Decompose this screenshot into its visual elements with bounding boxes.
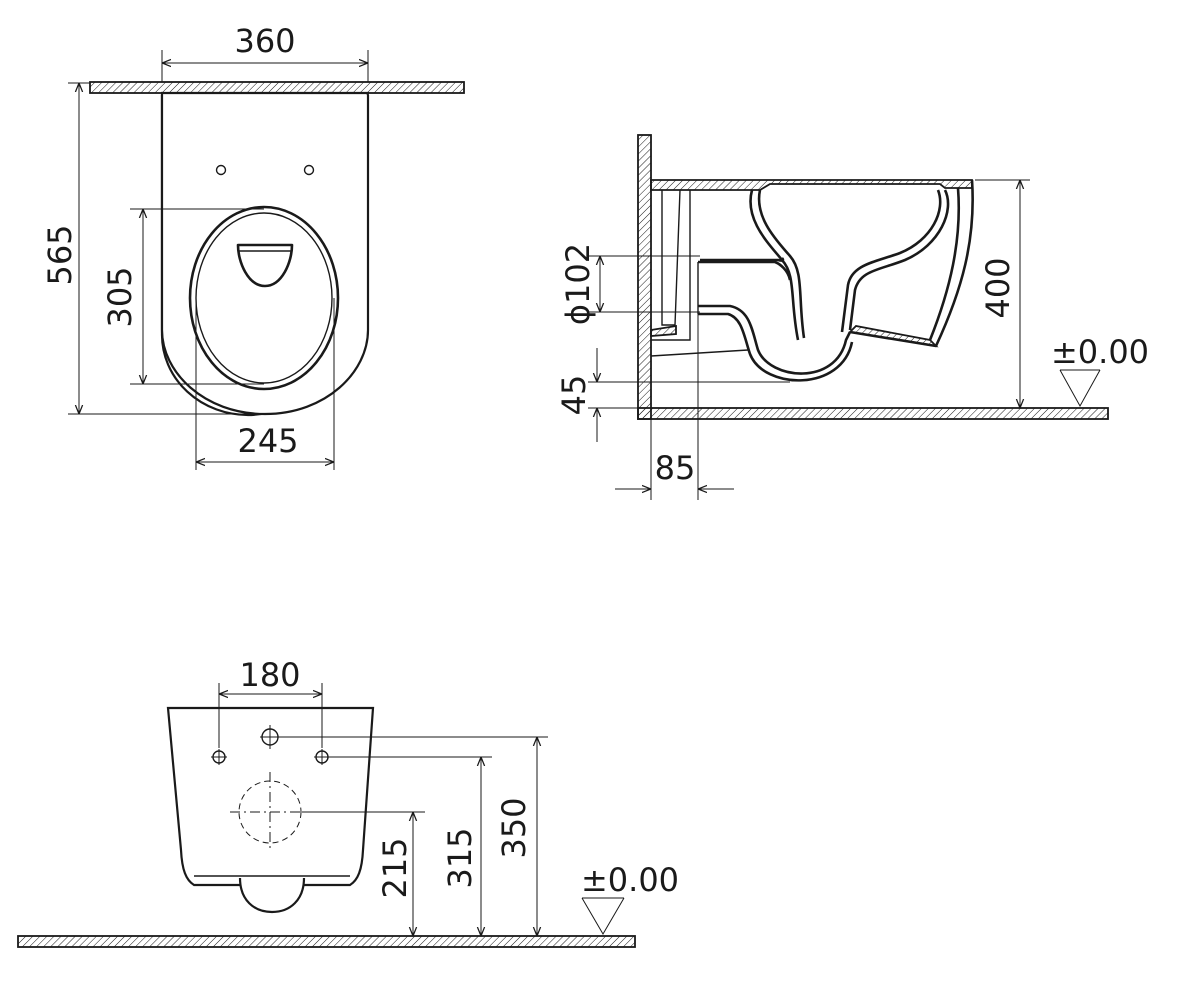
top-view-fix-hole-left: [215, 164, 227, 176]
back-view-fix-hole-left: [211, 749, 227, 765]
top-view-seat-length-dimension: 305: [101, 208, 264, 385]
top-view-seat-width-dimension: 245: [195, 298, 335, 470]
side-view-floor: [637, 407, 1109, 420]
side-view-rim: [650, 179, 973, 191]
top-view-seat-width-label: 245: [237, 422, 298, 460]
back-view-drain-hole: [230, 772, 310, 852]
top-view: 360 565 305 245: [41, 22, 465, 470]
side-view-bowl-inner: [749, 189, 800, 341]
back-view: 180 215 315 350 ±0.00: [17, 656, 679, 948]
back-view-hole-spacing-dimension: 180: [218, 656, 323, 748]
back-view-outlet: [238, 877, 306, 914]
back-view-label-215: 215: [376, 837, 414, 898]
side-view-height-dimension: 400: [975, 179, 1030, 408]
top-view-drain-opening: [236, 243, 294, 288]
back-view-label-350: 350: [495, 797, 533, 858]
side-view-outer-shell: [849, 179, 974, 348]
top-view-seat-outer: [188, 205, 340, 391]
back-view-floor: [17, 935, 636, 948]
side-view-trap: [700, 257, 785, 262]
top-view-width-dimension: 360: [161, 22, 369, 82]
back-view-hole-spacing-label: 180: [239, 656, 300, 694]
top-view-width-label: 360: [234, 22, 295, 60]
back-view-level-marker: ±0.00: [581, 861, 679, 935]
top-view-wall: [89, 81, 465, 94]
side-view-wall-offset-dimension: 85: [615, 314, 734, 500]
side-view: ϕ102 45 85 400 ±0.00: [555, 134, 1149, 500]
top-view-length-dimension: 565: [41, 82, 265, 415]
back-view-dim-350: 350: [278, 736, 548, 936]
back-view-dim-315: 315: [328, 756, 492, 936]
side-view-outlet-height-dimension: 45: [555, 348, 790, 442]
side-view-level-marker: ±0.00: [1051, 333, 1149, 408]
top-view-length-label: 565: [41, 224, 79, 285]
side-view-pipe-label: ϕ102: [559, 243, 597, 325]
top-view-seat-length-label: 305: [101, 266, 139, 327]
back-view-label-315: 315: [441, 827, 479, 888]
top-view-bowl-shape: [160, 95, 370, 416]
side-view-wall: [637, 134, 652, 420]
back-view-level-label: ±0.00: [581, 861, 679, 899]
top-view-fix-hole-right: [303, 164, 315, 176]
side-view-wall-offset-label: 85: [655, 449, 696, 487]
side-view-pipe-dimension: ϕ102: [559, 243, 700, 325]
side-view-height-label: 400: [979, 257, 1017, 318]
side-view-outlet-height-label: 45: [555, 375, 593, 416]
side-view-level-label: ±0.00: [1051, 333, 1149, 371]
back-view-dim-215: 215: [302, 811, 425, 936]
